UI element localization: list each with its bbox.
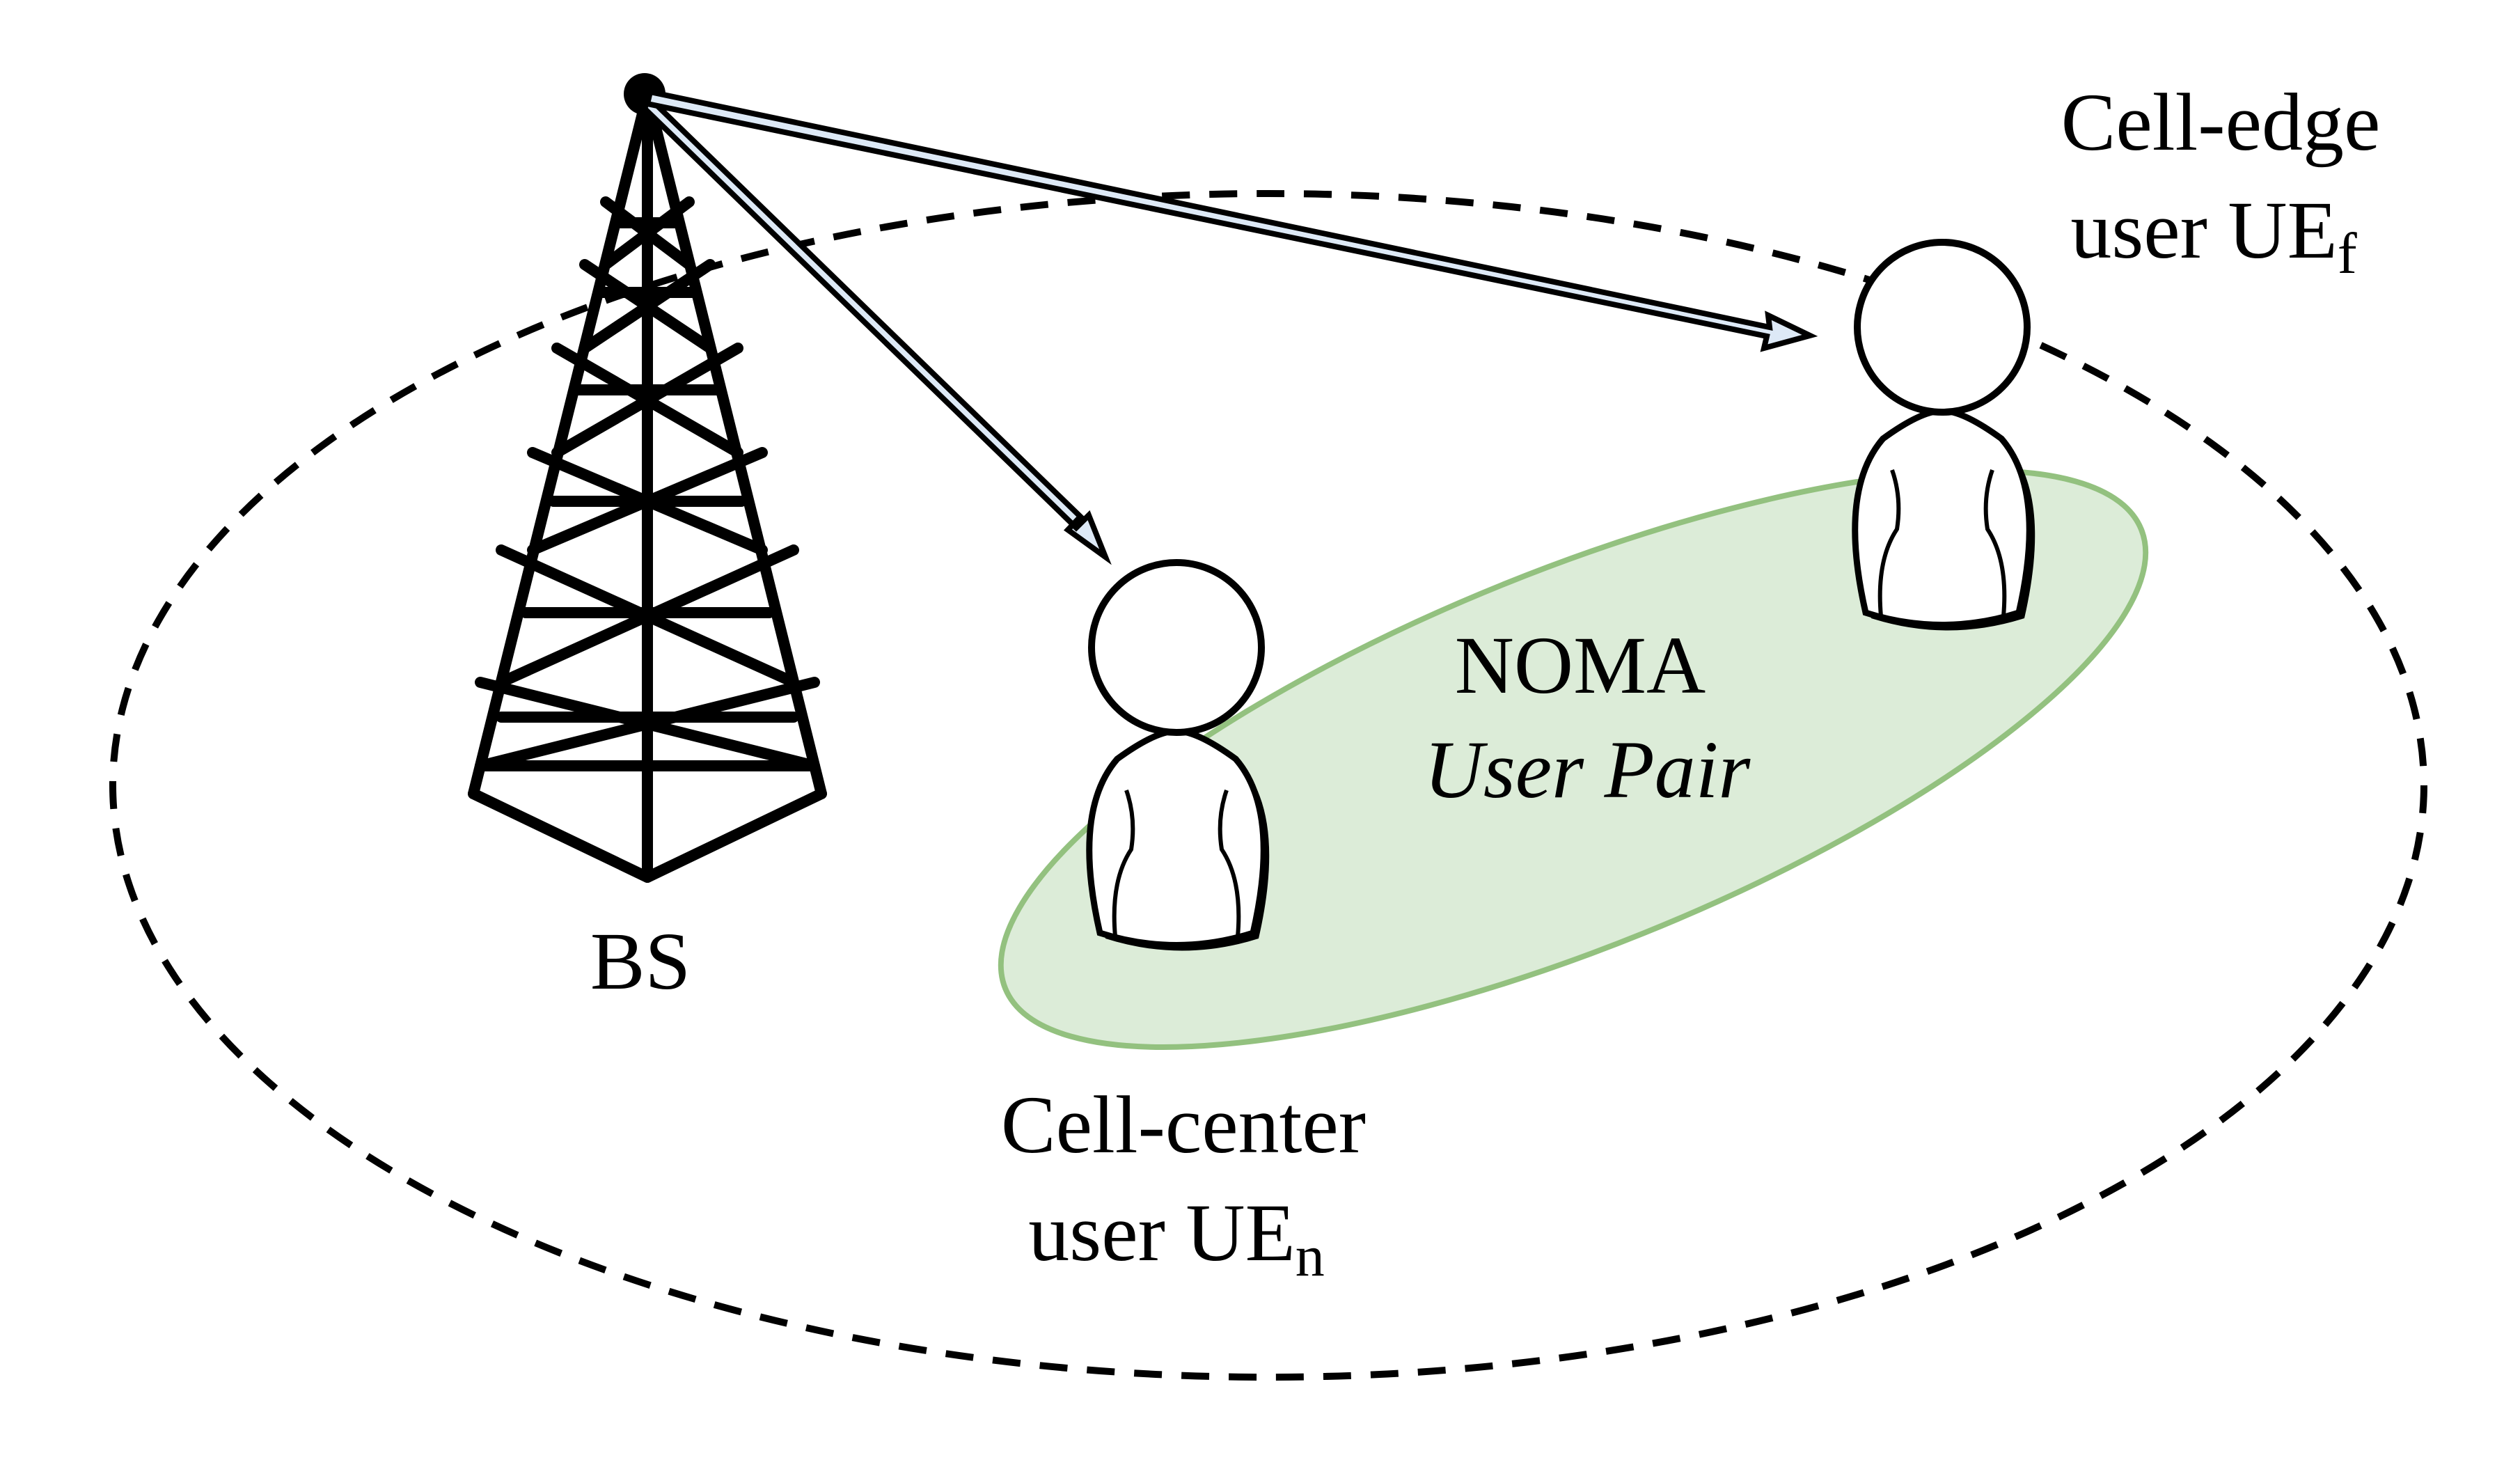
cell-edge-subscript: f xyxy=(2338,221,2357,286)
cell-center-label-line2: user UEn xyxy=(1028,1187,1324,1289)
signal-arrow-to-edge-user xyxy=(644,88,1818,352)
noma-user-pair-label: User Pair xyxy=(1424,724,1751,815)
cell-boundary xyxy=(109,190,2427,1381)
cell-tower-icon xyxy=(468,88,827,883)
cell-center-user-prefix: user UE xyxy=(1028,1187,1295,1278)
cell-edge-label-line2: user UEf xyxy=(2070,184,2356,286)
signal-arrow-to-center-user xyxy=(641,92,1112,565)
cell-center-subscript: n xyxy=(1296,1224,1325,1289)
noma-label: NOMA xyxy=(1455,620,1706,711)
cell-center-label-line1: Cell-center xyxy=(1001,1079,1366,1170)
noma-user-pair-region xyxy=(998,468,2149,1050)
bs-label: BS xyxy=(590,916,691,1007)
cell-edge-label-line1: Cell-edge xyxy=(2061,77,2381,168)
cell-edge-user-icon xyxy=(1855,242,2035,631)
cell-edge-user-prefix: user UE xyxy=(2070,184,2337,276)
